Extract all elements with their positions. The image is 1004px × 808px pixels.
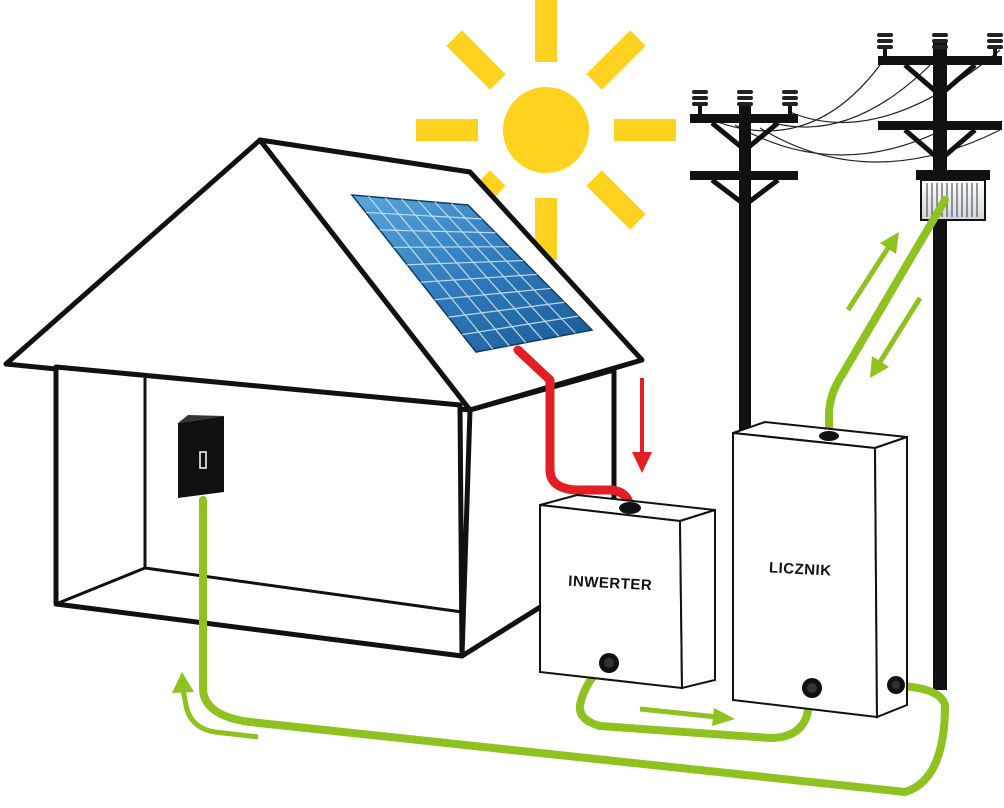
arrow-icon xyxy=(870,296,923,378)
dc-cable xyxy=(513,345,635,512)
sun-icon xyxy=(416,0,676,260)
electrical-box-icon xyxy=(178,415,224,498)
ac-cable-inverter-meter xyxy=(575,658,816,742)
arrow-icon xyxy=(639,706,735,726)
power-pole-icon xyxy=(690,33,1003,690)
arrow-icon xyxy=(632,378,652,473)
ac-cable-house xyxy=(199,496,949,796)
meter-box: LICZNIK xyxy=(732,420,908,719)
transformer-icon xyxy=(916,170,990,221)
grid-cable xyxy=(825,196,949,438)
solar-panel-icon xyxy=(350,194,594,353)
arrow-icon xyxy=(845,232,899,312)
meter-label: LICZNIK xyxy=(768,559,831,579)
arrow-icon xyxy=(172,672,259,740)
inverter-box: INWERTER xyxy=(539,493,716,690)
inverter-label: INWERTER xyxy=(568,573,653,594)
